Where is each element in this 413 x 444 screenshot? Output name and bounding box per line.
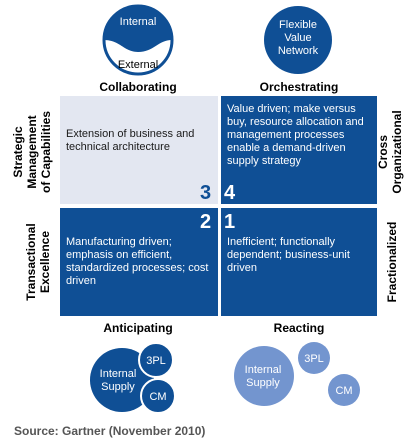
quadrant-4-number: 4 — [224, 182, 236, 204]
row-header-transactional-excellence: Transactional Excellence — [24, 223, 52, 300]
row-header-line: Management — [25, 115, 39, 189]
network-label-line-1: Flexible — [279, 19, 317, 31]
internal-label: Internal — [120, 16, 157, 28]
quadrant-1: Inefficient; functionally dependent; bus… — [221, 208, 377, 316]
3pl-label: 3PL — [146, 355, 166, 367]
row-header-strategic-management: Strategic Management of Capabilities — [11, 111, 53, 193]
quadrant-4: Value driven; make versus buy, resource … — [221, 96, 377, 204]
cm-label: CM — [335, 385, 352, 397]
supply-label-line-2: Supply — [246, 377, 280, 389]
quadrant-2-number: 2 — [200, 211, 212, 233]
row-header-cross-organizational: Cross Organizational — [376, 110, 404, 193]
quadrant-4-text: Value driven; make versus buy, resource … — [227, 103, 364, 167]
internal-external-yin-yang-icon: Internal External — [102, 4, 174, 76]
quadrant-1-number: 1 — [224, 211, 236, 233]
quadrant-2-text: Manufacturing driven; emphasis on effici… — [66, 236, 209, 287]
quadrant-3: Extension of business and technical arch… — [60, 96, 218, 204]
cm-label: CM — [149, 391, 166, 403]
supply-label-line-1: Internal — [245, 364, 282, 376]
quadrant-2: Manufacturing driven; emphasis on effici… — [60, 208, 218, 316]
column-header-orchestrating: Orchestrating — [259, 80, 339, 94]
quadrant-3-text: Extension of business and technical arch… — [66, 128, 195, 153]
row-header-line: Transactional — [24, 223, 38, 301]
column-header-collaborating: Collaborating — [99, 80, 177, 94]
quadrant-1-text: Inefficient; functionally dependent; bus… — [227, 236, 350, 274]
row-header-line: Fractionalized — [385, 221, 399, 303]
anticipating-supply-cluster-icon: Internal Supply 3PL CM — [90, 342, 176, 414]
row-header-line: Organizational — [390, 110, 404, 194]
source-caption: Source: Gartner (November 2010) — [14, 424, 206, 438]
supply-label-line-2: Supply — [101, 381, 135, 393]
row-header-fractionalized: Fractionalized — [385, 222, 399, 303]
row-header-line: of Capabilities — [39, 110, 53, 194]
network-label-line-3: Network — [278, 45, 319, 57]
column-header-anticipating: Anticipating — [103, 321, 173, 335]
3pl-label: 3PL — [304, 353, 324, 365]
supply-label-line-1: Internal — [100, 368, 137, 380]
reacting-supply-cluster-icon: Internal Supply 3PL CM — [234, 342, 360, 406]
quadrant-3-number: 3 — [200, 182, 212, 204]
network-label-line-2: Value — [284, 32, 311, 44]
external-label: External — [118, 59, 158, 71]
row-header-line: Strategic — [11, 126, 25, 178]
flexible-value-network-circle-icon: Flexible Value Network — [264, 6, 332, 74]
row-header-line: Excellence — [38, 230, 52, 294]
column-header-reacting: Reacting — [273, 321, 325, 335]
row-header-line: Cross — [376, 135, 390, 170]
